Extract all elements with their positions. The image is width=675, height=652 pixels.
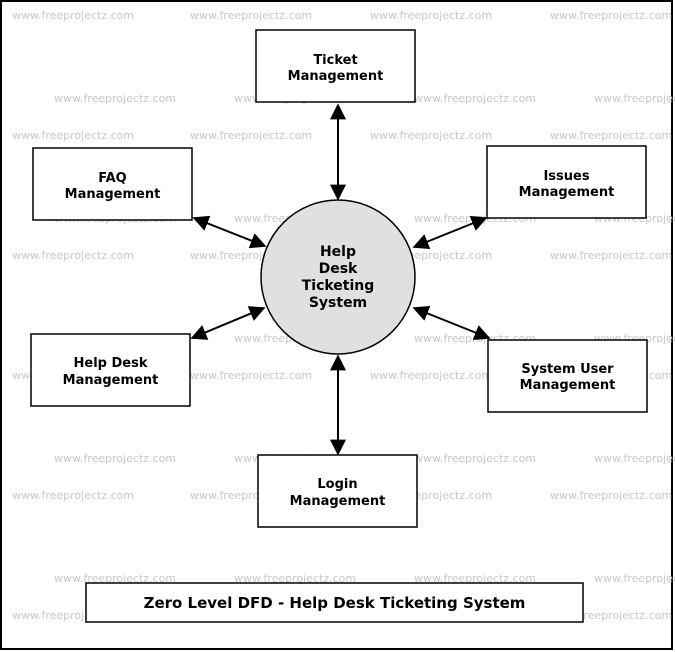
watermark-text: www.freeprojectz.com: [550, 9, 672, 22]
watermark-text: www.freeprojectz.com: [54, 572, 176, 585]
watermark-text: www.freeprojectz.com: [190, 9, 312, 22]
watermark-text: www.freeprojectz.com: [12, 129, 134, 142]
watermark-text: www.freeprojectz.com: [594, 452, 675, 465]
entity-label-line-1: FAQ: [98, 171, 127, 186]
entity-login-management: Login Management: [257, 454, 418, 528]
caption-text: Zero Level DFD - Help Desk Ticketing Sys…: [144, 594, 526, 612]
entity-label-line-2: Management: [63, 373, 159, 388]
process-label-line-3: Ticketing: [302, 278, 375, 294]
entity-system-user-management: System User Management: [487, 339, 648, 413]
entity-label-line-1: Login: [317, 477, 357, 492]
entity-label-line-1: Ticket: [313, 53, 357, 68]
watermark-text: www.freeprojectz.com: [594, 572, 675, 585]
watermark-text: www.freeprojectz.com: [414, 572, 536, 585]
watermark-text: www.freeprojectz.com: [414, 92, 536, 105]
watermark-text: www.freeprojectz.com: [54, 92, 176, 105]
entity-issues-management: Issues Management: [486, 145, 647, 219]
entity-label-line-2: Management: [519, 185, 615, 200]
entity-label-line-2: Management: [290, 494, 386, 509]
watermark-text: www.freeprojectz.com: [12, 489, 134, 502]
entity-faq-management: FAQ Management: [32, 147, 193, 221]
watermark-text: www.freeprojectz.com: [370, 129, 492, 142]
watermark-text: www.freeprojectz.com: [594, 92, 675, 105]
flow-issues: [412, 215, 488, 250]
entity-label-line-2: Management: [65, 187, 161, 202]
entity-ticket-management: Ticket Management: [255, 29, 416, 103]
data-flows: [190, 103, 491, 456]
entity-label-line-1: Help Desk: [74, 356, 148, 371]
entity-label-line-2: Management: [520, 378, 616, 393]
flow-faq: [192, 215, 267, 249]
process-circle: [260, 199, 416, 355]
watermark-text: www.freeprojectz.com: [414, 452, 536, 465]
flow-helpdesk: [190, 306, 266, 340]
watermark-text: www.freeprojectz.com: [190, 129, 312, 142]
entity-help-desk-management: Help Desk Management: [30, 333, 191, 407]
watermark-text: www.freeprojectz.com: [12, 9, 134, 22]
watermark-text: www.freeprojectz.com: [190, 369, 312, 382]
watermark-text: www.freeprojectz.com: [550, 249, 672, 262]
process-label-line-1: Help: [320, 244, 356, 260]
watermark-text: www.freeprojectz.com: [54, 452, 176, 465]
process-help-desk-ticketing-system: Help Desk Ticketing System: [260, 199, 416, 355]
watermark-text: www.freeprojectz.com: [12, 249, 134, 262]
watermark-text: www.freeprojectz.com: [234, 572, 356, 585]
flow-systemuser: [412, 305, 491, 341]
process-label-line-4: System: [309, 295, 367, 311]
entity-label-line-1: System User: [521, 362, 614, 377]
entity-label-line-2: Management: [288, 69, 384, 84]
process-label-line-2: Desk: [319, 261, 358, 277]
watermark-text: www.freeprojectz.com: [370, 369, 492, 382]
watermark-text: www.freeprojectz.com: [550, 489, 672, 502]
entity-label-line-1: Issues: [543, 169, 589, 184]
diagram-caption: Zero Level DFD - Help Desk Ticketing Sys…: [85, 582, 584, 623]
watermark-text: www.freeprojectz.com: [550, 129, 672, 142]
watermark-text: www.freeprojectz.com: [370, 9, 492, 22]
